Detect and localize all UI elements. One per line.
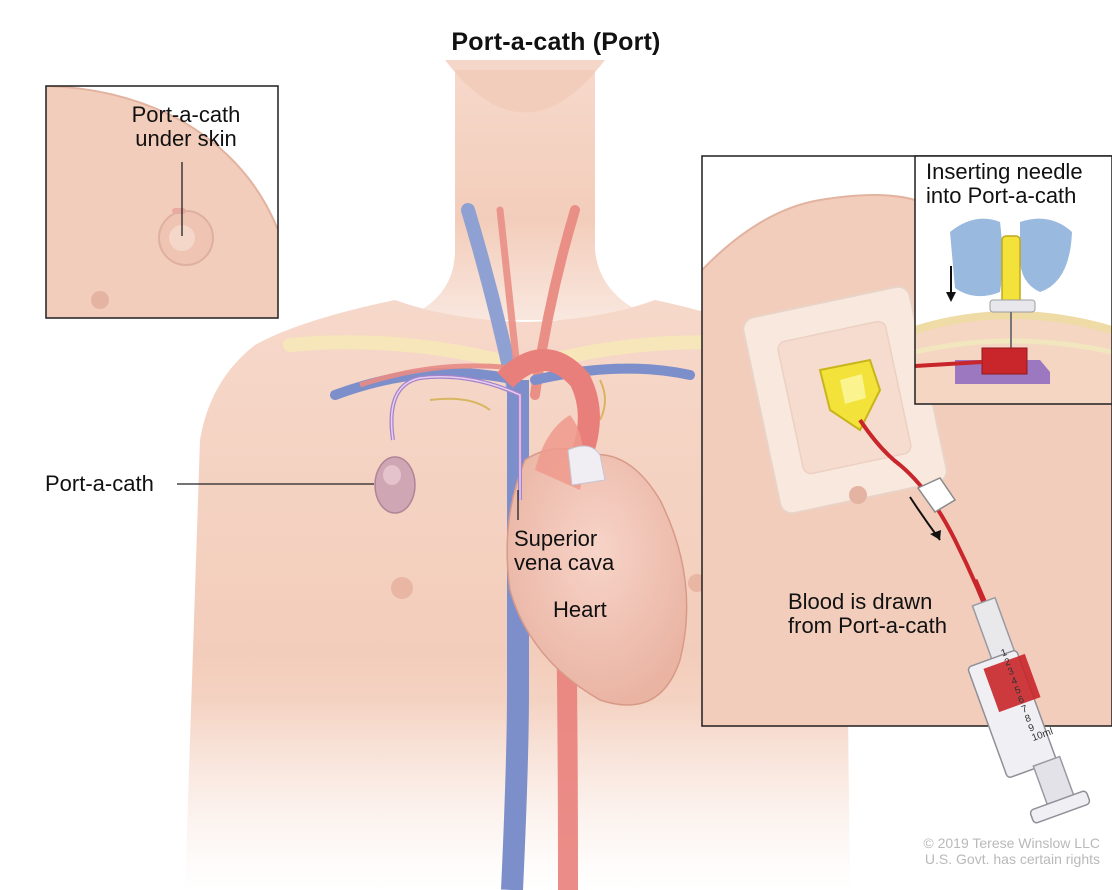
copyright-credit: © 2019 Terese Winslow LLC U.S. Govt. has… xyxy=(923,835,1100,867)
label-blood-drawn: Blood is drawn from Port-a-cath xyxy=(788,590,947,638)
heart-shape xyxy=(506,447,688,706)
label-line: Superior xyxy=(514,526,598,551)
inset-port-under-skin xyxy=(46,86,278,318)
label-line: Blood is drawn xyxy=(788,589,933,614)
inset-inserting-needle xyxy=(915,156,1112,404)
port-and-catheter xyxy=(374,374,522,514)
label-heart: Heart xyxy=(553,597,607,622)
label-superior-vena-cava: Superior vena cava xyxy=(514,527,614,575)
label-line: under skin xyxy=(135,126,237,151)
label-port-under-skin: Port-a-cath under skin xyxy=(118,103,254,151)
label-line: Inserting needle xyxy=(926,159,1083,184)
label-line: vena cava xyxy=(514,550,615,575)
diagram-title: Port-a-cath (Port) xyxy=(451,28,661,56)
syringe xyxy=(967,579,1091,824)
label-inserting-needle: Inserting needle into Port-a-cath xyxy=(926,160,1083,208)
label-line: from Port-a-cath xyxy=(788,613,947,638)
credit-line: U.S. Govt. has certain rights xyxy=(924,851,1100,867)
label-port: Port-a-cath xyxy=(45,471,154,496)
credit-line: © 2019 Terese Winslow LLC xyxy=(923,835,1100,851)
label-line: Port-a-cath xyxy=(131,102,241,127)
flow-arrow xyxy=(909,496,941,541)
label-line: into Port-a-cath xyxy=(926,183,1077,208)
